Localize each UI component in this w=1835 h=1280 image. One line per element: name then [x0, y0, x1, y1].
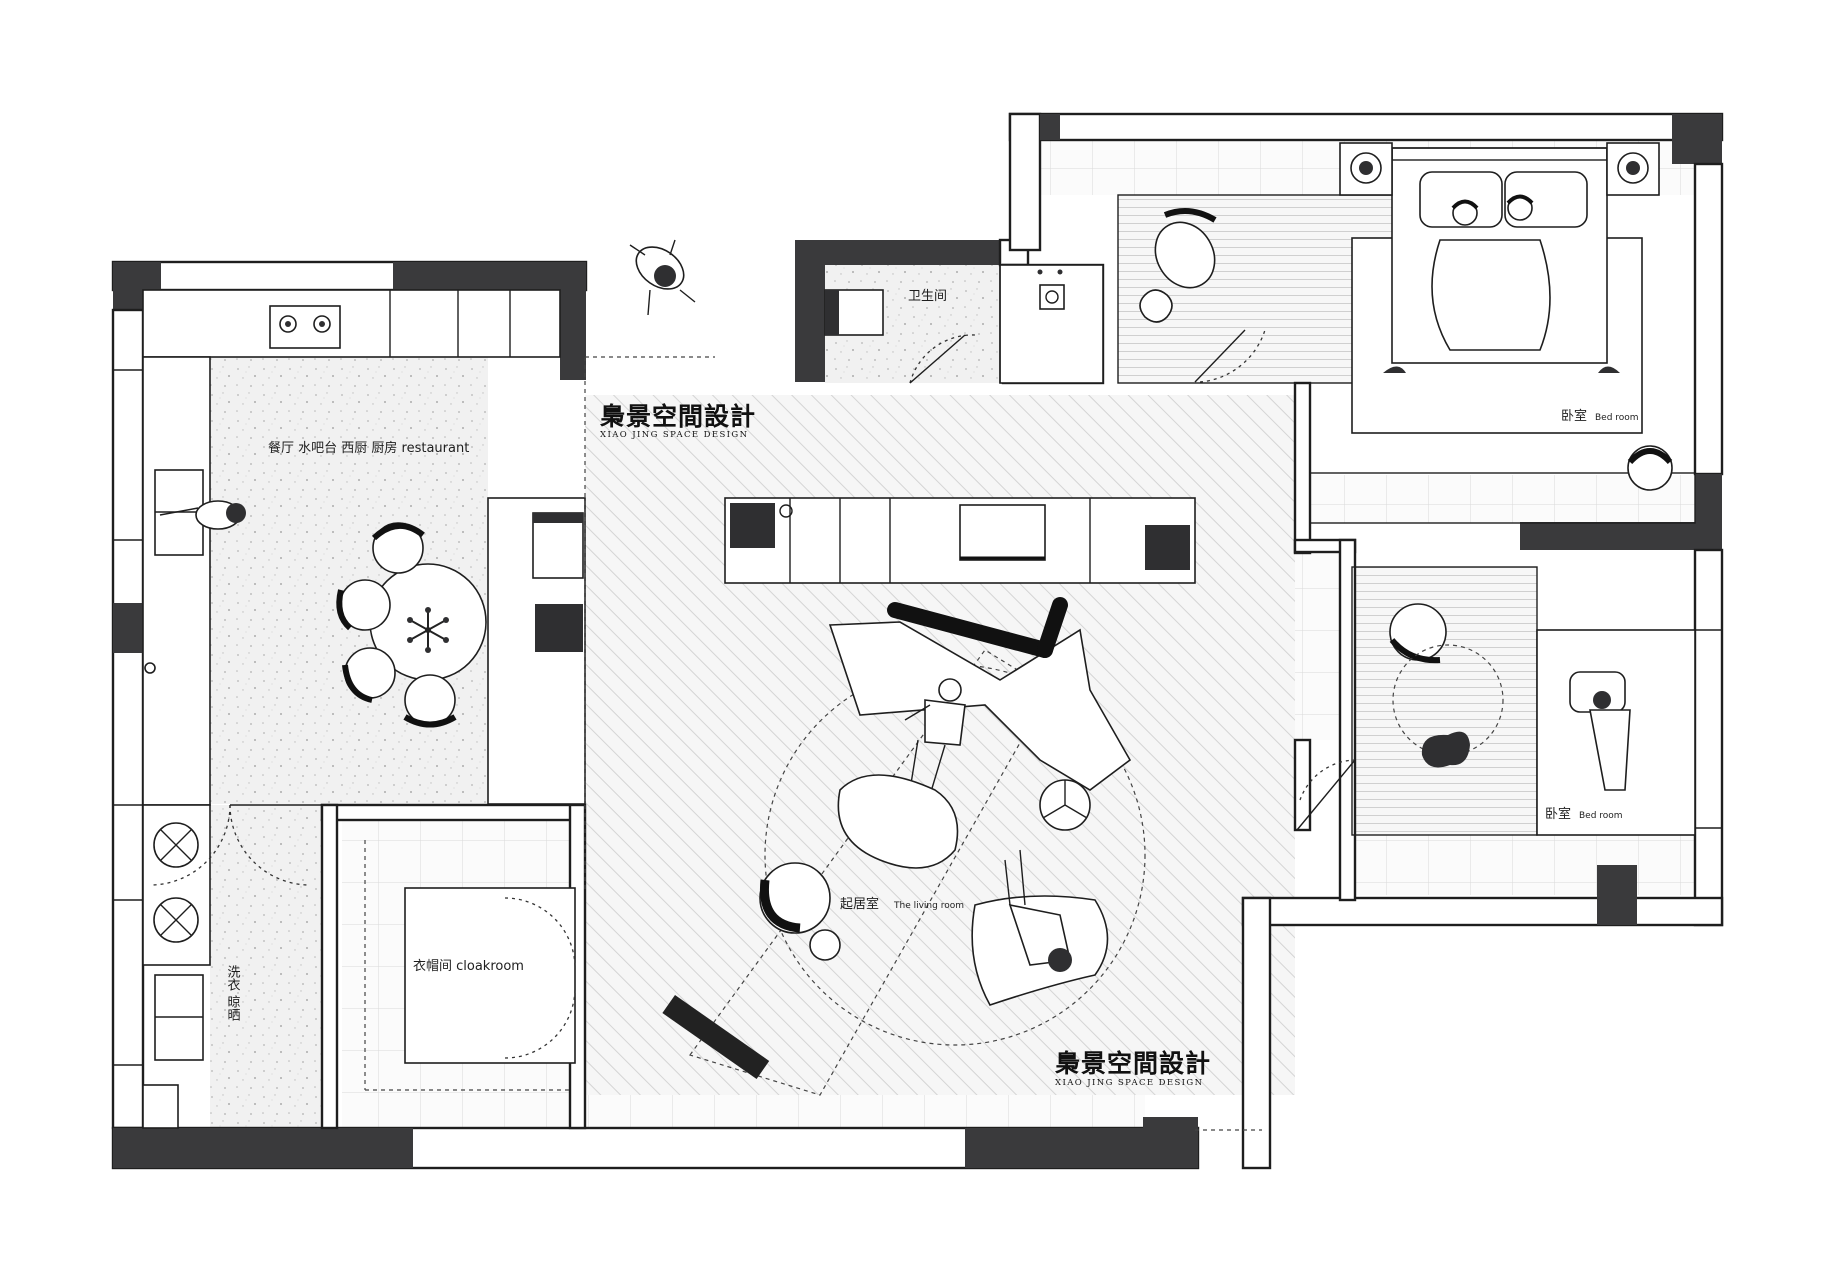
- column: [535, 604, 583, 652]
- person-entry: [629, 239, 696, 316]
- pillow: [1419, 171, 1503, 228]
- brand-logo-top: 梟景空間設計: [599, 402, 756, 431]
- master-bedroom-label: 卧室: [1561, 408, 1587, 424]
- side-table: [1039, 779, 1091, 831]
- master-bedroom-tiles-bottom: [1310, 475, 1695, 523]
- column: [1143, 1117, 1198, 1157]
- kids-bedroom-floor: [1352, 567, 1537, 835]
- wall-segment: [1520, 522, 1722, 550]
- tv-console: [662, 995, 770, 1079]
- island-sink: [959, 504, 1046, 561]
- person-lounging: [1004, 849, 1072, 972]
- brand-logo-bottom: 梟景空間設計: [1054, 1049, 1211, 1078]
- laundry-label: 洗衣 晾晒: [225, 965, 241, 1022]
- dining-table: [369, 563, 487, 681]
- child-sleeping: [1589, 709, 1631, 791]
- living-room-label: 起居室: [840, 896, 879, 912]
- cloakroom-wall: [404, 887, 576, 1064]
- wall-segment: [393, 262, 586, 290]
- wall-segment: [795, 240, 1000, 265]
- kids-bedroom-tiles: [1352, 835, 1694, 895]
- laundry-floor: [210, 805, 322, 1127]
- person-sleeping: [1431, 239, 1551, 351]
- round-rug: [1392, 644, 1504, 756]
- person-at-sink: [159, 500, 246, 530]
- accent-chair: [1389, 603, 1447, 664]
- dining-chair: [371, 522, 425, 574]
- dining-chair: [336, 579, 391, 631]
- kitchen-counter: [142, 289, 561, 358]
- corridor-tiles: [1295, 550, 1345, 740]
- floor-drain: [1039, 284, 1065, 310]
- wall-segment: [113, 1128, 413, 1168]
- kids-bedroom-label-en: Bed room: [1579, 811, 1623, 821]
- living-room-label-en: The living room: [893, 901, 964, 911]
- master-bedroom-label-en: Bed room: [1595, 413, 1639, 423]
- fridge: [532, 512, 584, 579]
- lounge-chair: [759, 862, 831, 934]
- person-sitting: [904, 678, 966, 796]
- coffee-table: [837, 774, 959, 869]
- wall-segment: [1040, 114, 1060, 140]
- round-rug: [764, 664, 1146, 1046]
- toy-bear: [1421, 731, 1470, 768]
- column: [1672, 114, 1722, 164]
- bathroom-label: 卫生间: [908, 289, 947, 304]
- armchair: [1154, 208, 1217, 289]
- living-bottom-tiles: [585, 1095, 1145, 1130]
- plant: [1139, 289, 1173, 323]
- dining-chair: [342, 647, 396, 703]
- brand-subtitle-top: XIAO JING SPACE DESIGN: [600, 430, 748, 440]
- kids-bedroom-label: 卧室: [1545, 806, 1571, 822]
- cloakroom-label: 衣帽间 cloakroom: [413, 958, 524, 974]
- dining-label: 餐厅 水吧台 西厨 厨房 restaurant: [268, 440, 469, 456]
- side-counter: [142, 356, 211, 806]
- brand-subtitle-bottom: XIAO JING SPACE DESIGN: [1055, 1078, 1203, 1088]
- stool: [809, 929, 841, 961]
- column: [1597, 865, 1637, 925]
- dining-chair: [403, 674, 457, 728]
- wall-segment: [560, 262, 586, 380]
